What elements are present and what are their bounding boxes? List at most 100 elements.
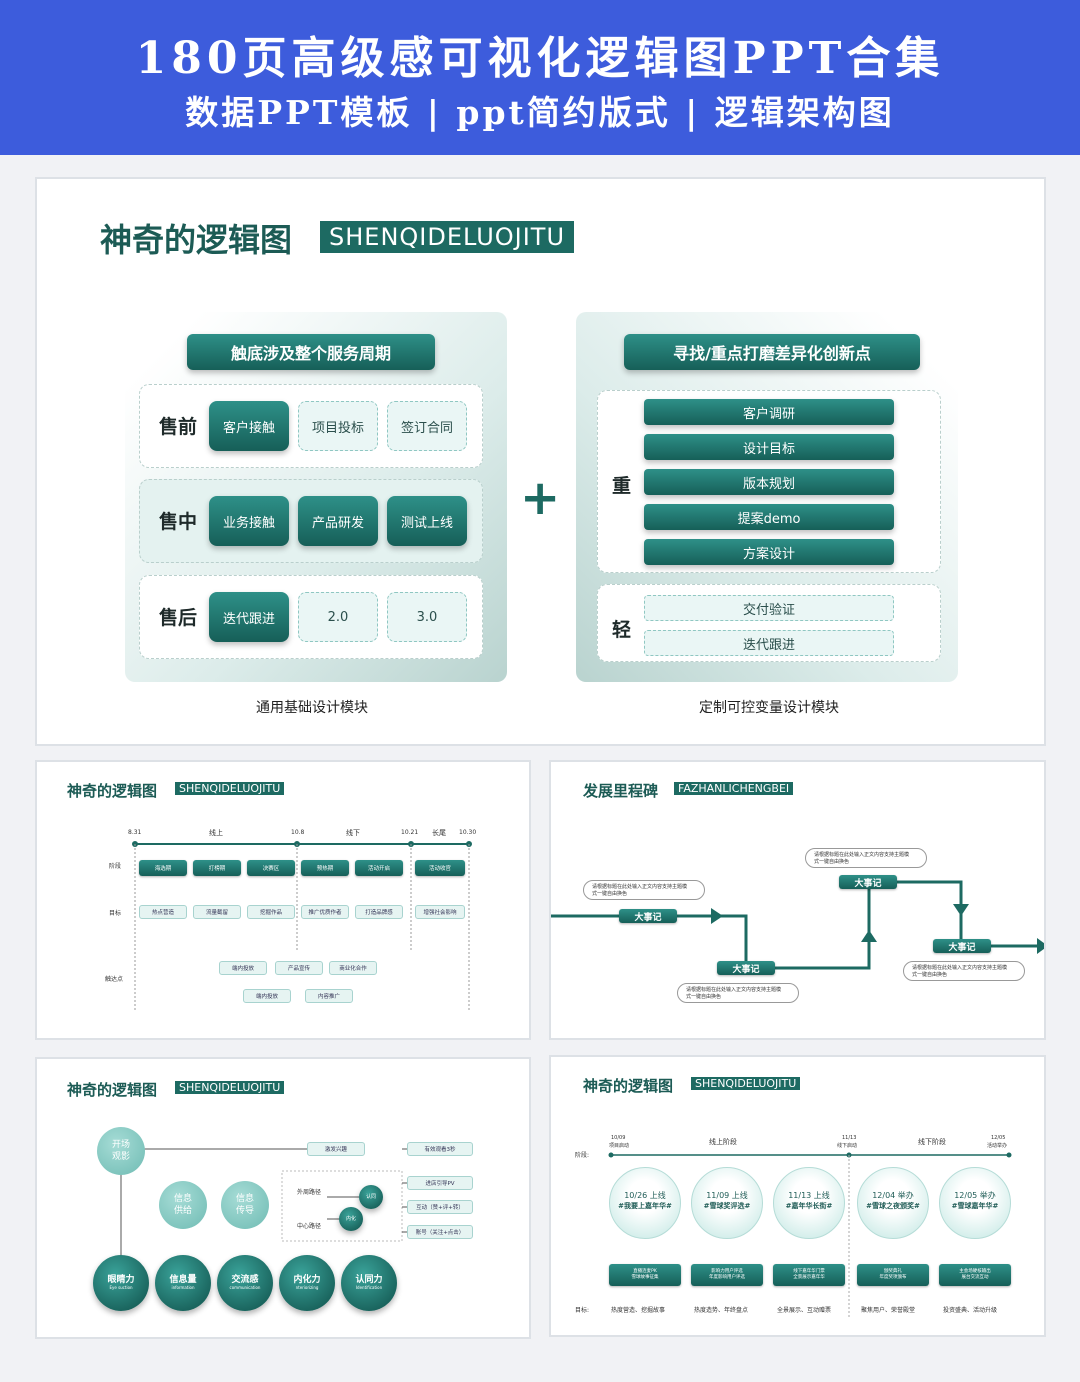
info-circle[interactable]: 信息 供给 [159,1181,207,1229]
milestone-badge[interactable]: 大事记 [717,961,775,975]
flow-circle[interactable]: 认同 [359,1185,383,1209]
light-item[interactable]: 迭代跟进 [644,630,894,656]
touch-box[interactable]: 产品宣传 [275,961,323,975]
result-box[interactable]: 账号（关注+点击） [407,1225,473,1239]
heavy-item[interactable]: 设计目标 [644,434,894,460]
flow-box[interactable]: 激发兴趣 [307,1142,365,1156]
info-circle[interactable]: 信息 传导 [221,1181,269,1229]
goal-text: 投资盛典、活动升级 [943,1307,998,1314]
bubble-date: 12/05 举办 [954,1191,996,1200]
row-label-insale: 售中 [159,511,198,533]
left-panel-header: 触底涉及整个服务周期 [187,334,435,370]
item-iteration[interactable]: 迭代跟进 [209,592,289,642]
phase-label: 线上阶段 [709,1138,737,1146]
slide-milestones[interactable]: 发展里程碑 FAZHANLICHENGBEI 大事记 大事记 大事记 大事记 请… [549,760,1046,1040]
circle-cn: 交流感 [231,1275,259,1285]
bubble-name: #雪球奖评选# [703,1202,751,1210]
touch-box[interactable]: 端内投放 [219,961,267,975]
flow-label: 外周路径 [297,1189,322,1196]
row-label: 阶段 [109,863,122,870]
goal-box[interactable]: 打造品牌感 [355,905,403,919]
stage-box[interactable]: 预热期 [301,860,349,876]
stage-box[interactable]: 海选期 [139,860,187,876]
slide-title: 发展里程碑 [583,782,659,800]
result-box[interactable]: 有效观看3秒 [407,1142,473,1156]
heavy-item[interactable]: 方案设计 [644,539,894,565]
heavy-item[interactable]: 版本规划 [644,469,894,495]
milestone-badge[interactable]: 大事记 [619,909,677,923]
item-customer-contact[interactable]: 客户接触 [209,401,289,451]
flow-circle[interactable]: 内化 [339,1207,363,1231]
light-label: 轻 [612,619,632,641]
goal-box[interactable]: 挖掘作品 [247,905,295,919]
goal-text: 热度营造、挖掘故事 [611,1307,666,1314]
bottom-circle[interactable]: 信息量 information [155,1255,211,1311]
event-bubble[interactable]: 11/13 上线 #嘉年华长街# [773,1167,845,1239]
item-business-contact[interactable]: 业务接触 [209,496,289,546]
item-test-launch[interactable]: 测试上线 [387,496,467,546]
event-bubble[interactable]: 12/04 举办 #雪球之夜颁奖# [857,1167,929,1239]
slide-title: 神奇的逻辑图 [67,1081,158,1099]
note-line: 请根据标题在此处输入正文内容支持主题模 [686,987,782,993]
plus-icon: + [520,470,561,526]
circle-cn: 认同力 [355,1275,383,1285]
note-box: 请根据标题在此处输入正文内容支持主题模 式一键自由换色 [583,880,705,900]
slide-campaign[interactable]: 神奇的逻辑图 SHENQIDELUOJITU 阶段: 目标: 10/09 项目启… [549,1055,1046,1337]
touch-box[interactable]: 端内投放 [243,989,291,1003]
stage-box[interactable]: 活动收官 [415,860,465,876]
light-item[interactable]: 交付验证 [644,595,894,621]
event-bubble[interactable]: 12/05 举办 #雪球嘉年华# [939,1167,1011,1239]
item-contract[interactable]: 签订合同 [387,401,467,451]
goal-box[interactable]: 增强社会影响 [415,905,465,919]
slide-title: 神奇的逻辑图 [67,782,158,800]
header-banner: 180页高级感可视化逻辑图PPT合集 数据PPT模板 | ppt简约版式 | 逻… [0,0,1080,155]
activity-box[interactable]: 颁奖典礼 年度奖项颁布 [857,1264,929,1286]
slide-timeline[interactable]: 神奇的逻辑图 SHENQIDELUOJITU 8.31 10.8 10.21 1… [35,760,531,1040]
item-bidding[interactable]: 项目投标 [298,401,378,451]
milestone-badge[interactable]: 大事记 [933,939,991,953]
activity-box[interactable]: 直播连麦PK 雪球故事征集 [609,1264,681,1286]
bottom-circle[interactable]: 交流感 communication [217,1255,273,1311]
flow-connectors [120,1148,407,1259]
stage-box[interactable]: 活动开启 [355,860,403,876]
slide-tag: SHENQIDELUOJITU [175,1081,285,1094]
result-box[interactable]: 互动（赞+评+转） [407,1200,473,1214]
event-bubble[interactable]: 11/09 上线 #雪球奖评选# [691,1167,763,1239]
point-text: 活动举办 [987,1143,1008,1149]
phase-label: 线下阶段 [918,1138,946,1146]
activity-box[interactable]: 线下嘉年华门票 全景展示嘉年华 [773,1264,845,1286]
circle-en: information [171,1285,195,1290]
bubble-name: #雪球嘉年华# [951,1202,999,1210]
circle-cn: 信息量 [169,1275,197,1285]
date-label: 8.31 [128,829,142,836]
item-v2[interactable]: 2.0 [298,592,378,642]
heavy-item[interactable]: 客户调研 [644,399,894,425]
activity-box[interactable]: 主会场硬核输出 展台交流互动 [939,1264,1011,1286]
item-rd[interactable]: 产品研发 [298,496,378,546]
slide-flow[interactable]: 神奇的逻辑图 SHENQIDELUOJITU 开场 观影 信息 供给 信息 传导… [35,1057,531,1339]
start-circle[interactable]: 开场 观影 [97,1127,145,1175]
activity-line: 直播连麦PK [633,1269,657,1274]
activity-box[interactable]: 影响力用户评选 年度影响用户评选 [691,1264,763,1286]
bottom-circle[interactable]: 认同力 Identification [341,1255,397,1311]
bubble-date: 11/13 上线 [788,1191,830,1200]
bottom-circle[interactable]: 眼睛力 Eye suction [93,1255,149,1311]
activity-line: 影响力用户评选 [711,1269,743,1274]
result-box[interactable]: 进店引导PV [407,1176,473,1190]
slide-main[interactable]: 神奇的逻辑图 SHENQIDELUOJITU 触底涉及整个服务周期 售前 客户接… [35,177,1046,746]
bottom-circle[interactable]: 内化力 nteriorizing [279,1255,335,1311]
slide-tag: FAZHANLICHENGBEI [674,782,794,795]
goal-box[interactable]: 热点营造 [139,905,187,919]
touch-box[interactable]: 内容推广 [305,989,353,1003]
slide-tag: SHENQIDELUOJITU [175,782,285,795]
stage-box[interactable]: 打榜期 [193,860,241,876]
circle-en: communication [229,1285,261,1290]
event-bubble[interactable]: 10/26 上线 #我要上嘉年华# [609,1167,681,1239]
goal-box[interactable]: 流量截留 [193,905,241,919]
touch-box[interactable]: 商业化合作 [329,961,377,975]
stage-box[interactable]: 决赛区 [247,860,295,876]
milestone-badge[interactable]: 大事记 [839,875,897,889]
item-v3[interactable]: 3.0 [387,592,467,642]
heavy-item[interactable]: 提案demo [644,504,894,530]
goal-box[interactable]: 推广优质作者 [301,905,349,919]
